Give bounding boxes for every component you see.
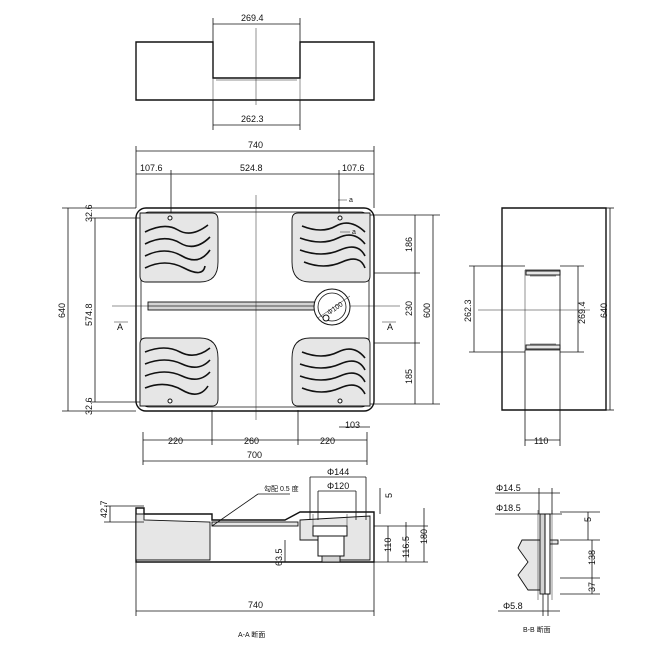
plan-dim-186: 186 bbox=[404, 237, 414, 252]
plan-dim-600: 600 bbox=[422, 303, 432, 318]
plan-center-span: 524.8 bbox=[240, 163, 263, 173]
section-marker-left: A bbox=[117, 322, 123, 332]
pad-label-a: a bbox=[349, 197, 353, 204]
top-elevation-view: 269.4 262.3 bbox=[135, 13, 375, 130]
bb-dim-37: 37 bbox=[587, 582, 597, 592]
aa-dim-63: 63.5 bbox=[274, 548, 284, 566]
slope-note: 勾配 0.5 度 bbox=[264, 484, 299, 493]
bb-dim-5: 5 bbox=[583, 517, 593, 522]
pad-bottom-left bbox=[139, 337, 219, 407]
plan-bottom-offset: 32.6 bbox=[84, 397, 94, 415]
aa-caption: A-A 断面 bbox=[238, 630, 265, 639]
bb-dia-14: Φ14.5 bbox=[496, 483, 521, 493]
plan-overall-height: 640 bbox=[57, 303, 67, 318]
aa-overall: 740 bbox=[248, 600, 263, 610]
side-view: 262.3 269.4 640 110 bbox=[463, 207, 614, 446]
section-a-a: 勾配 0.5 度 42.7 Φ144 Φ120 5 63.5 110 116.5… bbox=[99, 467, 429, 639]
pad-label-a-2: a bbox=[352, 229, 356, 236]
plan-top-offset: 32.6 bbox=[84, 204, 94, 222]
plan-bottom-700: 700 bbox=[247, 450, 262, 460]
plan-bottom-220-left: 220 bbox=[168, 436, 183, 446]
plan-inner-height: 574.8 bbox=[84, 303, 94, 326]
aa-dim-42: 42.7 bbox=[99, 500, 109, 518]
pad-top-left bbox=[139, 212, 219, 283]
aa-dim-5: 5 bbox=[384, 493, 394, 498]
pad-top-right bbox=[291, 212, 371, 283]
plan-corner-103: 103 bbox=[345, 420, 360, 430]
bb-dia-5: Φ5.8 bbox=[503, 601, 523, 611]
plan-right-pad: 107.6 bbox=[342, 163, 365, 173]
plan-left-pad: 107.6 bbox=[140, 163, 163, 173]
plan-bottom-220-right: 220 bbox=[320, 436, 335, 446]
side-dim-640: 640 bbox=[599, 303, 609, 318]
aa-dim-116: 116.5 bbox=[401, 536, 411, 558]
plan-dim-185: 185 bbox=[404, 369, 414, 384]
bb-caption: B-B 断面 bbox=[523, 625, 551, 634]
plan-bottom-260: 260 bbox=[244, 436, 259, 446]
bb-dim-138: 138 bbox=[587, 550, 597, 565]
aa-dia-144: Φ144 bbox=[327, 467, 349, 477]
top-width-label: 269.4 bbox=[241, 13, 264, 23]
plan-view: 740 107.6 524.8 107.6 bbox=[57, 140, 440, 465]
aa-dim-180: 180 bbox=[419, 529, 429, 544]
section-marker-right: A bbox=[387, 322, 393, 332]
drain-outlet: Φ100 bbox=[313, 288, 351, 326]
section-b-b: Φ14.5 Φ18.5 5 138 37 Φ5.8 B-B 断面 bbox=[495, 483, 600, 634]
aa-dim-110: 110 bbox=[383, 538, 393, 552]
bottom-width-label: 262.3 bbox=[241, 114, 264, 124]
plan-dim-230: 230 bbox=[404, 301, 414, 316]
plan-overall-width: 740 bbox=[248, 140, 263, 150]
side-dim-262: 262.3 bbox=[463, 299, 473, 322]
pad-bottom-right bbox=[291, 337, 371, 407]
bb-dia-18: Φ18.5 bbox=[496, 503, 521, 513]
side-dim-110: 110 bbox=[534, 436, 548, 446]
side-dim-269: 269.4 bbox=[577, 301, 587, 324]
aa-dia-120: Φ120 bbox=[327, 481, 349, 491]
